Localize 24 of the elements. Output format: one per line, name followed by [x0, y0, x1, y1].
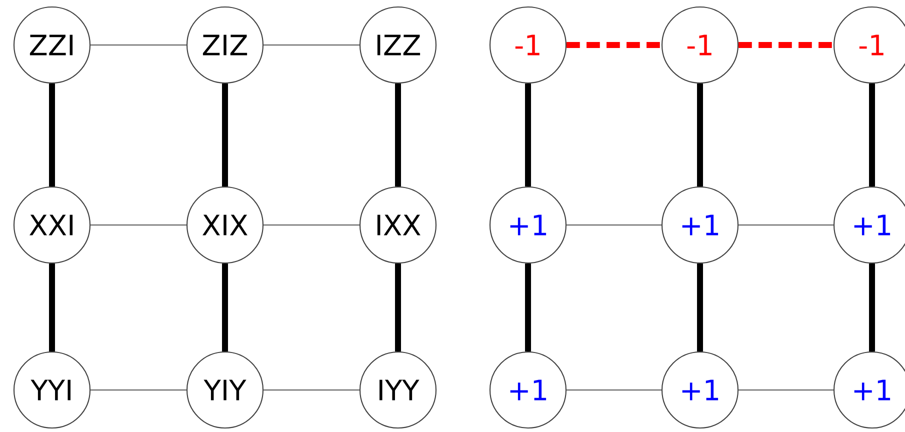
connector-line [222, 264, 228, 352]
connector-line [264, 44, 360, 46]
connector-line [264, 389, 360, 391]
connector-line [395, 264, 401, 352]
connector-line [566, 389, 662, 391]
connector-line [90, 224, 186, 226]
connector-line [738, 224, 834, 226]
connector-line [697, 84, 704, 186]
connector-line [49, 84, 55, 186]
connector-line [264, 224, 360, 226]
connector-line [525, 84, 531, 186]
connector-line [90, 44, 186, 46]
connector-line [738, 389, 834, 391]
connector-line [697, 264, 704, 352]
connector-line [566, 42, 662, 48]
connector-line [869, 264, 876, 352]
connector-line [525, 264, 531, 352]
connector-line [90, 389, 186, 391]
connector-line [49, 264, 55, 352]
connector-line [395, 84, 401, 186]
connector-line [738, 42, 834, 48]
connector-line [566, 224, 662, 226]
connector-line [869, 84, 876, 186]
connector-line [222, 84, 228, 186]
